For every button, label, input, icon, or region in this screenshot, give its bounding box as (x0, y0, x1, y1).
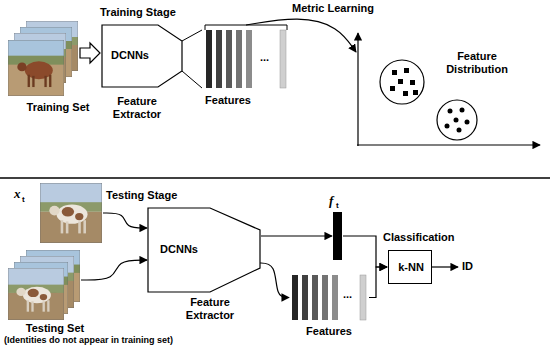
extractor-outline (102, 25, 182, 87)
cluster-point (403, 91, 408, 96)
cluster-point (460, 108, 465, 113)
feature-symbol: f (329, 193, 333, 209)
cluster-point (457, 128, 462, 133)
cluster-circle (437, 100, 477, 140)
feature-label: Features (306, 325, 352, 338)
edge-label: Metric Learning (292, 2, 374, 15)
flare-line (182, 30, 202, 41)
extractor-caption: Feature Extractor (178, 296, 242, 322)
feature-bar (360, 275, 366, 320)
cattle-photo (8, 268, 64, 320)
query-subscript: t (22, 195, 25, 205)
set-note: (Identities do not appear in training se… (4, 335, 173, 346)
feature-label: Features (205, 94, 251, 107)
extractor-shape: DCNNsFeature Extractor (148, 208, 260, 292)
feature-subscript: t (336, 201, 339, 211)
extractor-caption: Feature Extractor (105, 95, 169, 121)
cluster-point (448, 109, 453, 114)
classifier-caption: Classification (383, 231, 455, 244)
block-arrow (80, 43, 100, 63)
flow-arrow (103, 213, 147, 228)
feature-bar (292, 275, 298, 320)
extractor-name: DCNNs (148, 243, 210, 256)
feature-bar (216, 30, 222, 88)
query-image: xt (40, 183, 102, 243)
cluster-circle (380, 60, 424, 104)
classifier-name: k-NN (389, 261, 433, 274)
plot-axis (357, 144, 540, 145)
cluster-point (398, 79, 403, 84)
feature-bar (322, 275, 328, 320)
cluster-point (454, 118, 459, 123)
plot-label: Feature Distribution (434, 50, 520, 76)
cluster-point (445, 124, 450, 129)
flow-arrow (369, 267, 387, 298)
flow-arrow (343, 236, 387, 267)
feature-bar (206, 30, 212, 88)
ellipsis: ... (260, 51, 269, 64)
cattle-photo (8, 40, 64, 96)
feature-bar (236, 30, 242, 88)
extractor-shape: DCNNsFeature Extractor (102, 25, 182, 87)
classifier-box: Classificationk-NN (388, 250, 432, 284)
query-feature: ft (333, 212, 342, 260)
extractor-outline (148, 208, 260, 292)
ellipsis: ... (343, 288, 352, 301)
flow-arrow (81, 260, 147, 280)
output-label: ID (462, 260, 473, 273)
image-stack: Training Set (8, 21, 78, 96)
cluster-point (410, 80, 415, 85)
feature-bar (246, 30, 252, 88)
image-stack: Testing Set(Identities do not appear in … (8, 250, 80, 320)
query-symbol: x (14, 186, 21, 202)
stage-divider (0, 177, 550, 179)
output-arrow (432, 266, 458, 267)
cluster-point (404, 68, 409, 73)
flow-arrow (258, 263, 289, 298)
cluster-point (465, 120, 470, 125)
cluster-point (392, 70, 397, 75)
feature-bar (226, 30, 232, 88)
set-label: Training Set (27, 101, 90, 114)
stage-title: Testing Stage (106, 189, 177, 202)
distribution-plot: Feature Distribution (352, 30, 542, 148)
cluster-point (390, 86, 395, 91)
cattle-photo (40, 183, 102, 243)
feature-bar (312, 275, 318, 320)
stage-title: Training Stage (100, 6, 176, 19)
flare-line (182, 71, 202, 88)
flow-arrow (261, 235, 332, 236)
feature-stack: Features (204, 30, 288, 88)
feature-bar (302, 275, 308, 320)
flow-arrow (246, 19, 356, 52)
plot-axis (357, 33, 358, 146)
extractor-name: DCNNs (102, 49, 158, 62)
feature-stack: Features (290, 275, 368, 320)
cluster-point (413, 90, 418, 95)
feature-bracket (205, 25, 287, 30)
feature-bar (332, 275, 338, 320)
feature-bar (280, 30, 286, 88)
set-label: Testing Set (26, 322, 84, 335)
